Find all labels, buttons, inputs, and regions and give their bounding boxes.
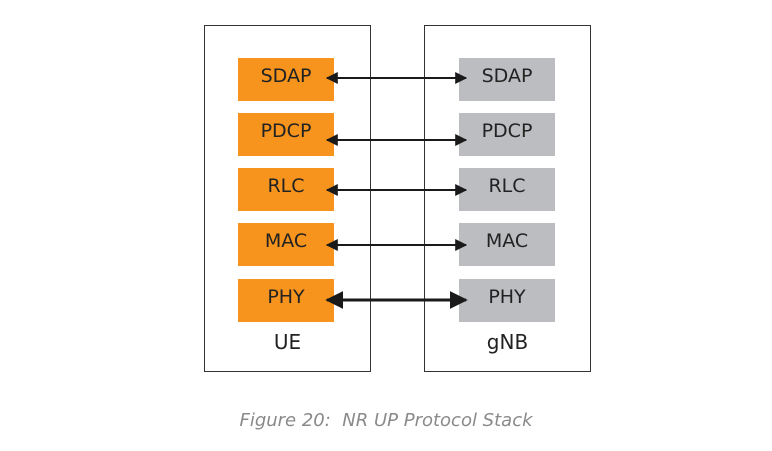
- gnb-layer-rlc: RLC: [459, 168, 555, 211]
- ue-label: UE: [273, 330, 302, 354]
- gnb-layer-sdap: SDAP: [459, 58, 555, 101]
- ue-layer-rlc: RLC: [238, 168, 334, 211]
- ue-layer-sdap: SDAP: [238, 58, 334, 101]
- gnb-layer-phy: PHY: [459, 279, 555, 322]
- gnb-layer-pdcp: PDCP: [459, 113, 555, 156]
- gnb-layer-mac: MAC: [459, 223, 555, 266]
- ue-layer-phy: PHY: [238, 279, 334, 322]
- gnb-label: gNB: [486, 330, 529, 354]
- ue-layer-mac: MAC: [238, 223, 334, 266]
- figure-caption: Figure 20: NR UP Protocol Stack: [239, 410, 533, 431]
- ue-layer-pdcp: PDCP: [238, 113, 334, 156]
